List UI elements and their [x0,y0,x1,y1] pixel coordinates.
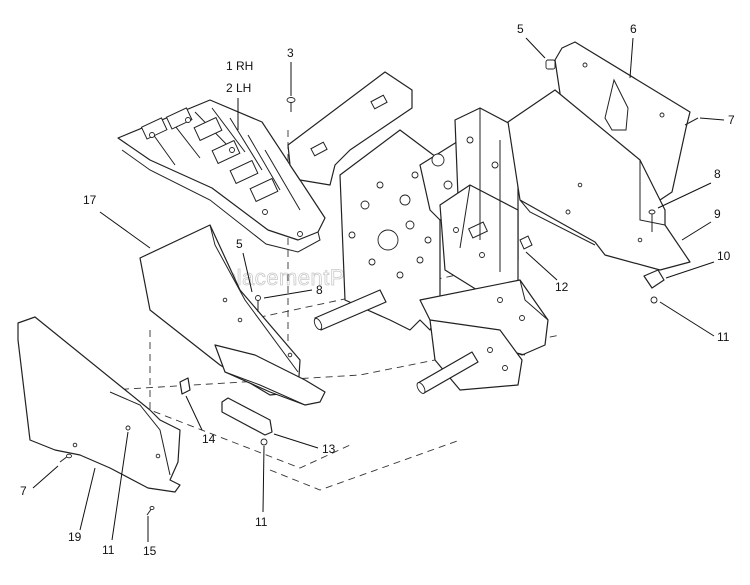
bolt-part-3 [286,97,296,112]
callout-17: 17 [83,193,97,207]
callout-2-lh: 2 LH [226,81,251,95]
callout-19: 19 [68,530,82,544]
callout-3: 3 [287,46,294,60]
right-box-frame [439,107,519,299]
left-front-panel-part-19 [17,316,181,493]
callout-12: 12 [555,280,569,294]
callout-5-mid: 5 [236,237,243,251]
callout-5-top: 5 [517,22,524,36]
floor-plate-part-1-2 [117,99,326,253]
right-hardware [519,59,699,304]
left-hardware [59,295,261,516]
callout-7-right: 7 [728,113,735,127]
center-frame [287,71,471,331]
callout-11-right: 11 [717,330,730,344]
callout-14: 14 [202,432,216,446]
callout-7-left: 7 [20,484,27,498]
callouts: 1 RH 2 LH 3 5 6 7 8 9 10 11 12 17 5 8 14… [20,22,735,558]
right-plate-part-9 [507,89,691,271]
callout-10: 10 [717,249,731,263]
callout-8-mid: 8 [316,283,323,297]
callout-1-rh: 1 RH [226,59,253,73]
callout-11-left: 11 [102,543,115,557]
callout-8-right: 8 [714,167,721,181]
callout-13: 13 [322,442,336,456]
callout-11-bottom: 11 [255,515,268,529]
cross-tubes [313,289,479,394]
callout-6: 6 [630,22,637,36]
bracket-part-13 [221,397,273,446]
callout-15: 15 [143,544,157,558]
left-lower-rail [214,344,326,406]
callout-9: 9 [714,207,721,221]
